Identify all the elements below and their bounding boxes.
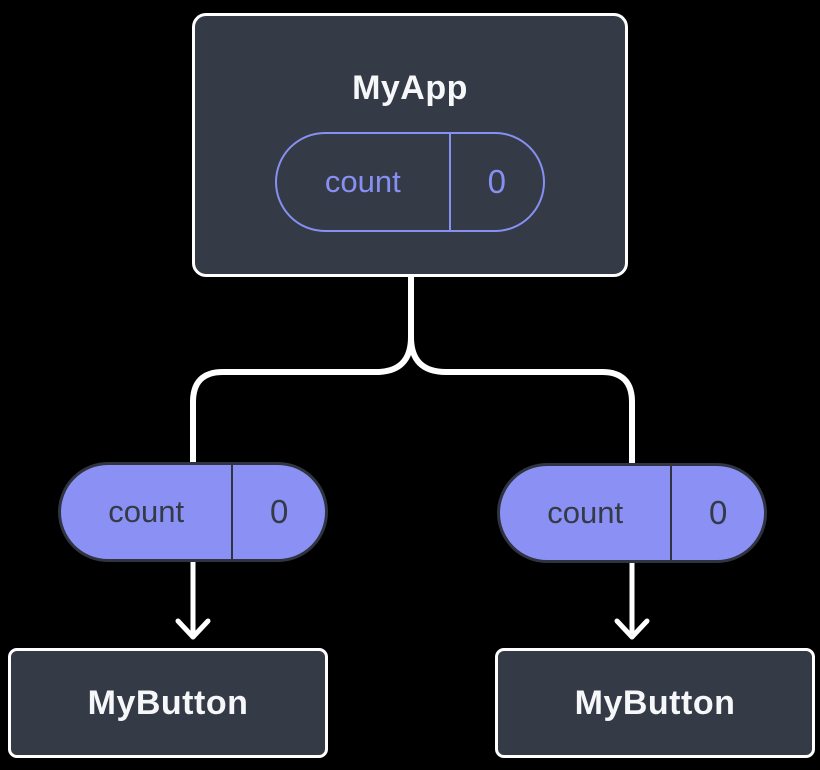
prop-pill-name: count xyxy=(547,495,624,530)
prop-pill-name: count xyxy=(108,494,185,529)
component-node-myapp: MyApp count 0 xyxy=(192,13,628,277)
component-title: MyButton xyxy=(87,684,249,722)
prop-pill-value: 0 xyxy=(269,493,289,530)
prop-pill-left: count 0 xyxy=(58,462,328,562)
prop-pill-right: count 0 xyxy=(497,463,767,563)
state-pill-value: 0 xyxy=(487,163,506,200)
fork-connector-left xyxy=(190,277,414,466)
component-title: MyButton xyxy=(574,684,736,722)
pill-divider xyxy=(670,466,673,560)
pill-divider xyxy=(231,465,234,559)
state-pill-root: count 0 xyxy=(275,132,545,232)
state-pill-name: count xyxy=(324,164,401,199)
fork-connector-right xyxy=(408,277,635,466)
prop-pill-value: 0 xyxy=(708,494,728,531)
component-title: MyApp xyxy=(352,69,468,107)
component-node-mybutton-left: MyButton xyxy=(8,648,328,758)
pill-divider xyxy=(448,134,451,230)
arrow-left-head xyxy=(175,618,211,640)
component-node-mybutton-right: MyButton xyxy=(495,648,815,758)
arrow-right-head xyxy=(614,618,650,640)
